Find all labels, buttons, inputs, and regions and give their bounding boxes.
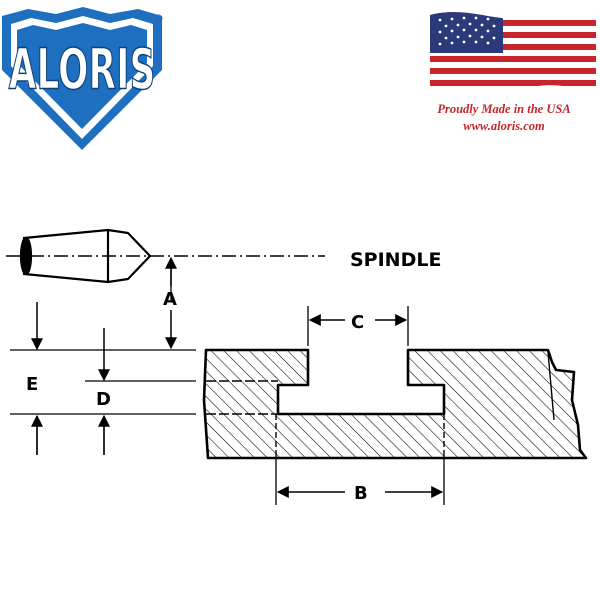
slot-hidden-lines	[206, 351, 555, 455]
logo-text: ALORIS	[9, 37, 156, 103]
made-in-usa-text: Proudly Made in the USA	[437, 102, 571, 116]
logo-shield-core	[17, 23, 147, 129]
compound-cross-section	[202, 348, 588, 460]
brand-tagline-block: Proudly Made in the USA www.aloris.com	[404, 101, 600, 135]
dim-label-c: C	[351, 312, 364, 333]
dim-label-b: B	[354, 483, 368, 504]
dim-label-e: E	[26, 374, 38, 395]
dim-label-d: D	[96, 389, 111, 410]
dim-label-a: A	[163, 289, 177, 310]
dimension-arrows	[31, 256, 444, 498]
flag-canton	[430, 12, 503, 53]
spindle-label: SPINDLE	[350, 249, 441, 271]
flag-stars	[438, 16, 496, 46]
registered-mark: ®	[153, 12, 164, 25]
website-link[interactable]: www.aloris.com	[463, 119, 545, 133]
